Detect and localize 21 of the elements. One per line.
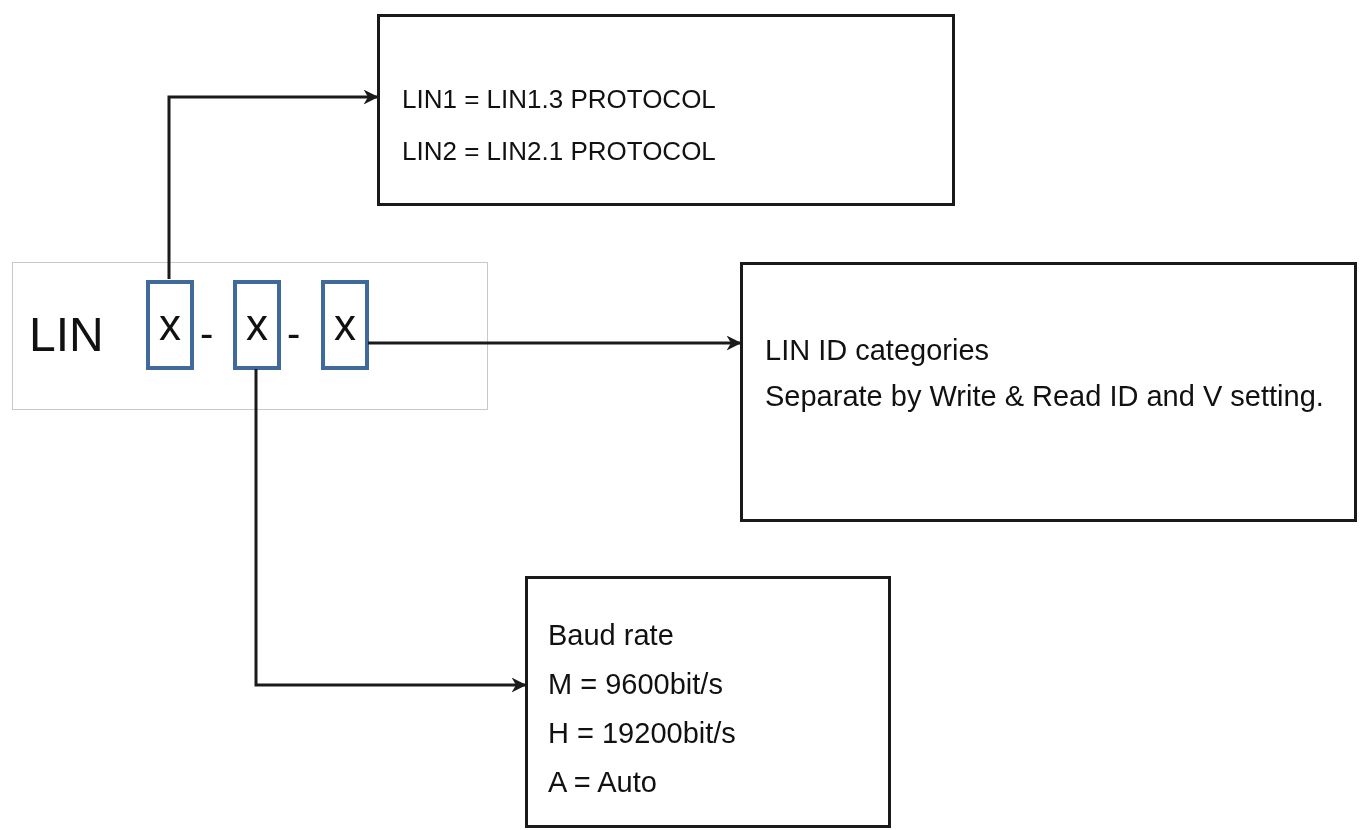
arrow [368, 335, 742, 351]
box-text: LIN1 = LIN1.3 PROTOCOL [402, 83, 717, 116]
box-text: Baud rate [548, 618, 675, 653]
code-format-box [12, 262, 488, 410]
box-text: Separate by Write & Read ID and V setting. [765, 379, 1325, 414]
description-box [740, 262, 1357, 522]
box-text: LIN2 = LIN2.1 PROTOCOL [402, 135, 717, 168]
code-field: x [146, 280, 194, 370]
box-text: A = Auto [548, 765, 658, 800]
description-box [525, 576, 891, 828]
box-text: LIN ID categories [765, 333, 991, 368]
code-field: x [233, 280, 281, 370]
arrow [167, 89, 379, 279]
code-field: x [321, 280, 369, 370]
separator-text: - [287, 310, 301, 357]
prefix-text: LIN [29, 307, 104, 363]
separator-text: - [200, 310, 214, 357]
description-box [377, 14, 955, 206]
arrow [254, 369, 527, 693]
box-text: M = 9600bit/s [548, 667, 724, 702]
box-text: H = 19200bit/s [548, 716, 737, 751]
